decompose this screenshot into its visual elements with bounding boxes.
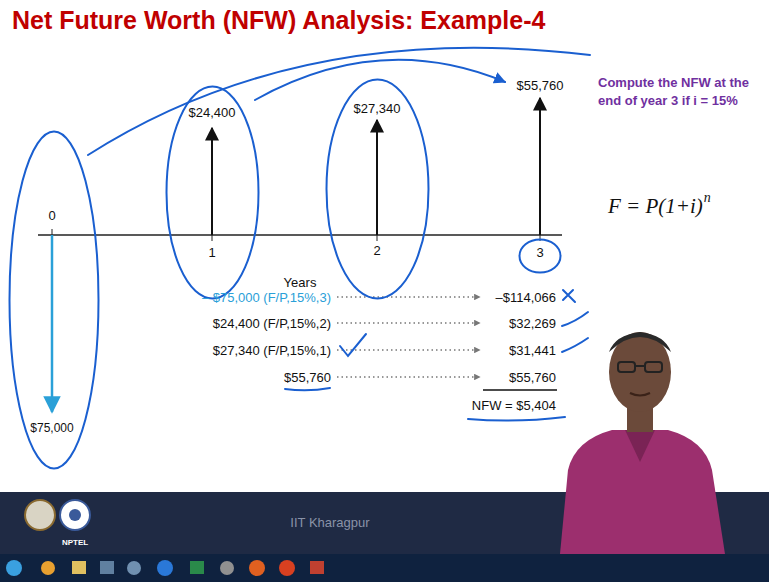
year-number: 2: [373, 243, 380, 258]
circled-annotation: 3: [518, 238, 562, 274]
calculation-term: $24,400 (F/P,15%,2): [213, 316, 331, 331]
circled-annotation: $24,400 1: [165, 85, 260, 300]
nptel-logo: [60, 500, 90, 530]
formula: F = P(1+i): [608, 194, 703, 219]
slide-title: Net Future Worth (NFW) Analysis: Example…: [12, 6, 545, 35]
pen-annotations: [88, 48, 590, 421]
future-value: $55,760: [509, 370, 556, 385]
circled-annotation: 0 $75,000: [8, 130, 100, 470]
year-number: 0: [48, 208, 55, 223]
watermark: IIT Kharagpur: [290, 515, 369, 530]
future-value: $31,441: [509, 343, 556, 358]
taskbar: [0, 554, 769, 582]
logo-caption: NPTEL: [62, 538, 88, 547]
future-value: –$114,066: [496, 290, 557, 305]
formula-exponent: n: [704, 190, 711, 206]
presenter-figure: [560, 332, 725, 554]
cash-amount: $27,340: [354, 101, 401, 116]
circled-annotation: $27,340 2: [325, 78, 430, 300]
time-axis: [38, 234, 562, 236]
cash-amount: $24,400: [189, 105, 236, 120]
pen-ellipse: [8, 130, 100, 470]
calculation-term: $27,340 (F/P,15%,1): [213, 343, 331, 358]
dotted-leaders: [337, 297, 480, 377]
nptel-logo-core: [69, 509, 81, 521]
problem-statement: Compute the NFW at the end of year 3 if …: [598, 74, 761, 110]
axis-label: Years: [284, 275, 317, 290]
cash-inflow-arrow: [376, 120, 378, 235]
cash-outflow-arrow: [51, 235, 54, 412]
nfw-result: NFW = $5,404: [472, 398, 556, 413]
cash-amount: $55,760: [517, 78, 564, 93]
cash-amount: 3: [536, 245, 543, 260]
cash-amount: $75,000: [30, 421, 73, 435]
year-number: 1: [208, 245, 215, 260]
taskbar-icons: [6, 560, 324, 576]
future-value: $32,269: [509, 316, 556, 331]
iit-logo: [25, 500, 55, 530]
calculation-term: – $75,000 (F/P,15%,3): [202, 290, 331, 305]
calculation-term: $55,760: [284, 370, 331, 385]
cash-inflow-arrow: [539, 98, 541, 235]
sum-rule: [483, 389, 557, 391]
cash-inflow-arrow: [211, 128, 213, 235]
